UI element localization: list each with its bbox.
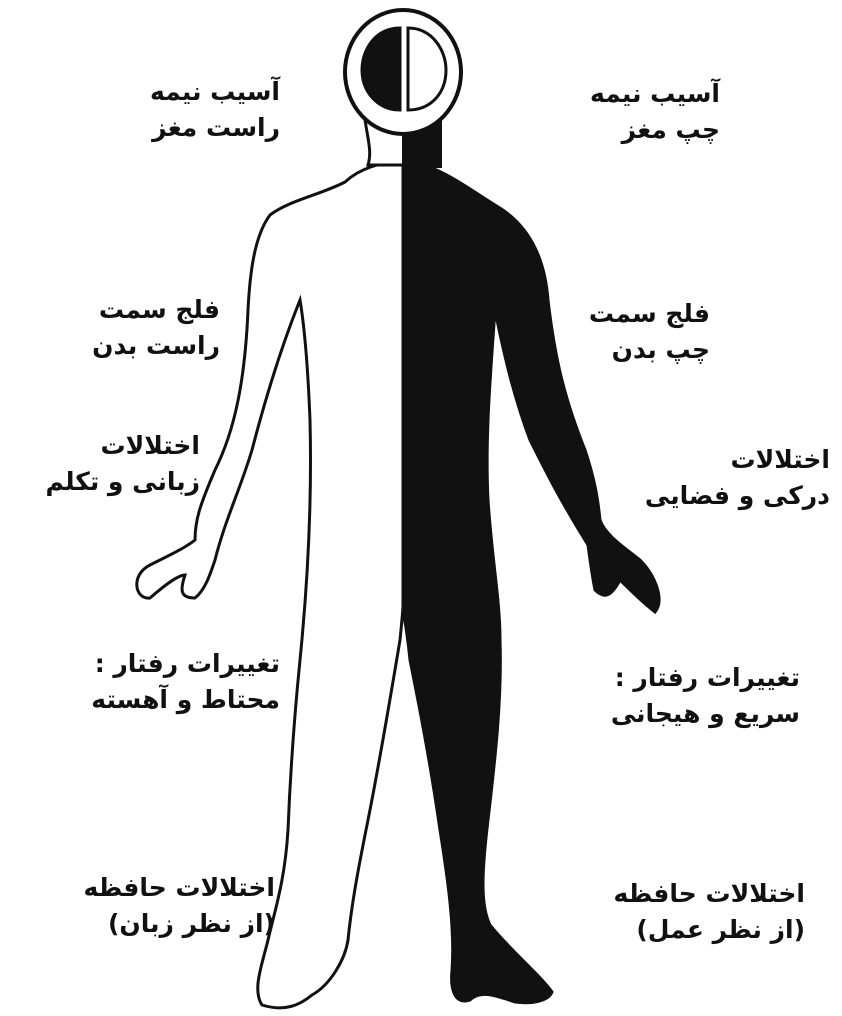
label-language-speech-disorders: اختلالات زبانی و تکلم [10,428,200,500]
label-line: (از نظر زبان) [35,906,275,942]
label-line: سریع و هیجانی [560,696,800,732]
label-line: فلج سمت [580,296,710,332]
label-line: درکی و فضایی [615,478,830,514]
label-perceptual-spatial-disorders: اختلالات درکی و فضایی [615,442,830,514]
label-line: چپ مغز [570,112,720,148]
label-right-body-paralysis: فلج سمت راست بدن [60,292,220,364]
label-line: آسیب نیمه [570,76,720,112]
label-line: اختلالات حافظه [565,876,805,912]
label-left-body-paralysis: فلج سمت چپ بدن [580,296,710,368]
label-line: اختلالات [615,442,830,478]
label-left-hemisphere-damage: آسیب نیمه چپ مغز [570,76,720,148]
label-line: زبانی و تکلم [10,464,200,500]
label-line: تغییرات رفتار : [560,660,800,696]
label-right-hemisphere-damage: آسیب نیمه راست مغز [120,74,280,146]
label-line: آسیب نیمه [120,74,280,110]
label-line: تغییرات رفتار : [40,646,280,682]
label-line: راست بدن [60,328,220,364]
label-line: (از نظر عمل) [565,912,805,948]
label-behavior-cautious-slow: تغییرات رفتار : محتاط و آهسته [40,646,280,718]
label-memory-language: اختلالات حافظه (از نظر زبان) [35,870,275,942]
label-line: فلج سمت [60,292,220,328]
label-line: اختلالات [10,428,200,464]
label-line: محتاط و آهسته [40,682,280,718]
label-behavior-fast-excited: تغییرات رفتار : سریع و هیجانی [560,660,800,732]
label-memory-action: اختلالات حافظه (از نظر عمل) [565,876,805,948]
label-line: اختلالات حافظه [35,870,275,906]
label-line: چپ بدن [580,332,710,368]
label-line: راست مغز [120,110,280,146]
